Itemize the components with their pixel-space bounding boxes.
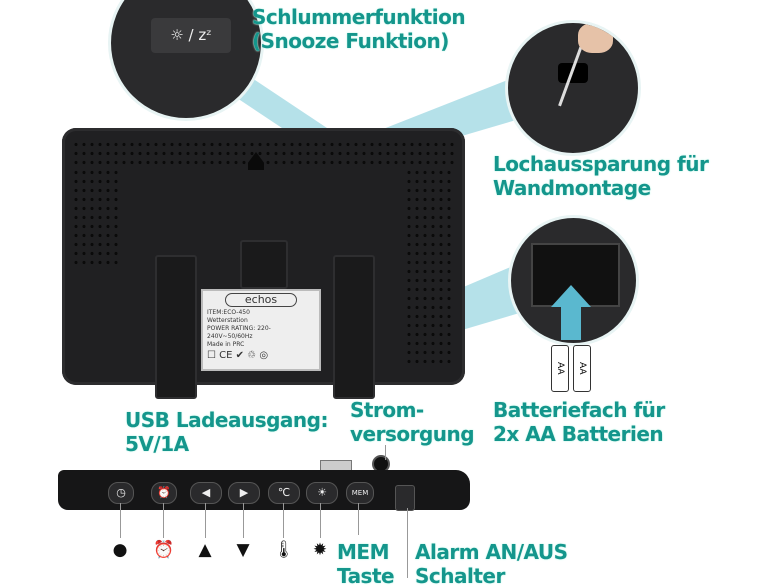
label-name: Wetterstation <box>207 317 248 324</box>
vent-holes <box>405 168 455 368</box>
wallmount-zoom-circle <box>505 20 641 156</box>
alarm-switch[interactable] <box>395 485 415 511</box>
left-button[interactable]: ◀ <box>190 482 222 504</box>
alarm-clock-icon: ⏰ <box>153 540 175 560</box>
echos-logo: echos <box>225 293 297 307</box>
snooze-button: ☼ / zᶻ <box>151 18 231 53</box>
stand-right <box>333 255 375 399</box>
snooze-zoom-circle: ☼ / zᶻ <box>108 0 264 121</box>
down-triangle-icon: ▼ <box>236 540 250 560</box>
usb-caption: USB Ladeausgang:5V/1A <box>125 408 328 456</box>
label-power: POWER RATING: 220-240V~50/60Hz <box>207 325 271 340</box>
sun-icon: ✹ <box>312 540 328 560</box>
stand-center <box>240 240 288 289</box>
battery-icon: AA <box>573 345 591 392</box>
label-item: ITEM:ECO-450 <box>207 309 250 316</box>
up-triangle-icon: ▲ <box>198 540 212 560</box>
snooze-caption: Schlummerfunktion(Snooze Funktion) <box>252 5 466 53</box>
clock-button[interactable]: ◷ <box>108 482 134 504</box>
light-button[interactable]: ☀ <box>306 482 338 504</box>
stand-left <box>155 255 197 399</box>
label-made: Made in PRC <box>207 341 245 348</box>
certification-icons: ☐ CE ✔ ♲ ◎ <box>207 350 269 361</box>
device-label: echos ITEM:ECO-450 Wetterstation POWER R… <box>201 289 321 371</box>
battery-icon: AA <box>551 345 569 392</box>
power-caption: Strom-versorgung <box>350 398 475 446</box>
temperature-button[interactable]: ℃ <box>268 482 300 504</box>
alarm-button[interactable]: ⏰ <box>151 482 177 504</box>
right-button[interactable]: ▶ <box>228 482 260 504</box>
mem-button[interactable]: MEM <box>346 482 374 504</box>
clock-icon: ● <box>112 540 128 560</box>
vent-holes <box>72 168 122 268</box>
thermometer-icon: 🌡 <box>273 540 295 560</box>
